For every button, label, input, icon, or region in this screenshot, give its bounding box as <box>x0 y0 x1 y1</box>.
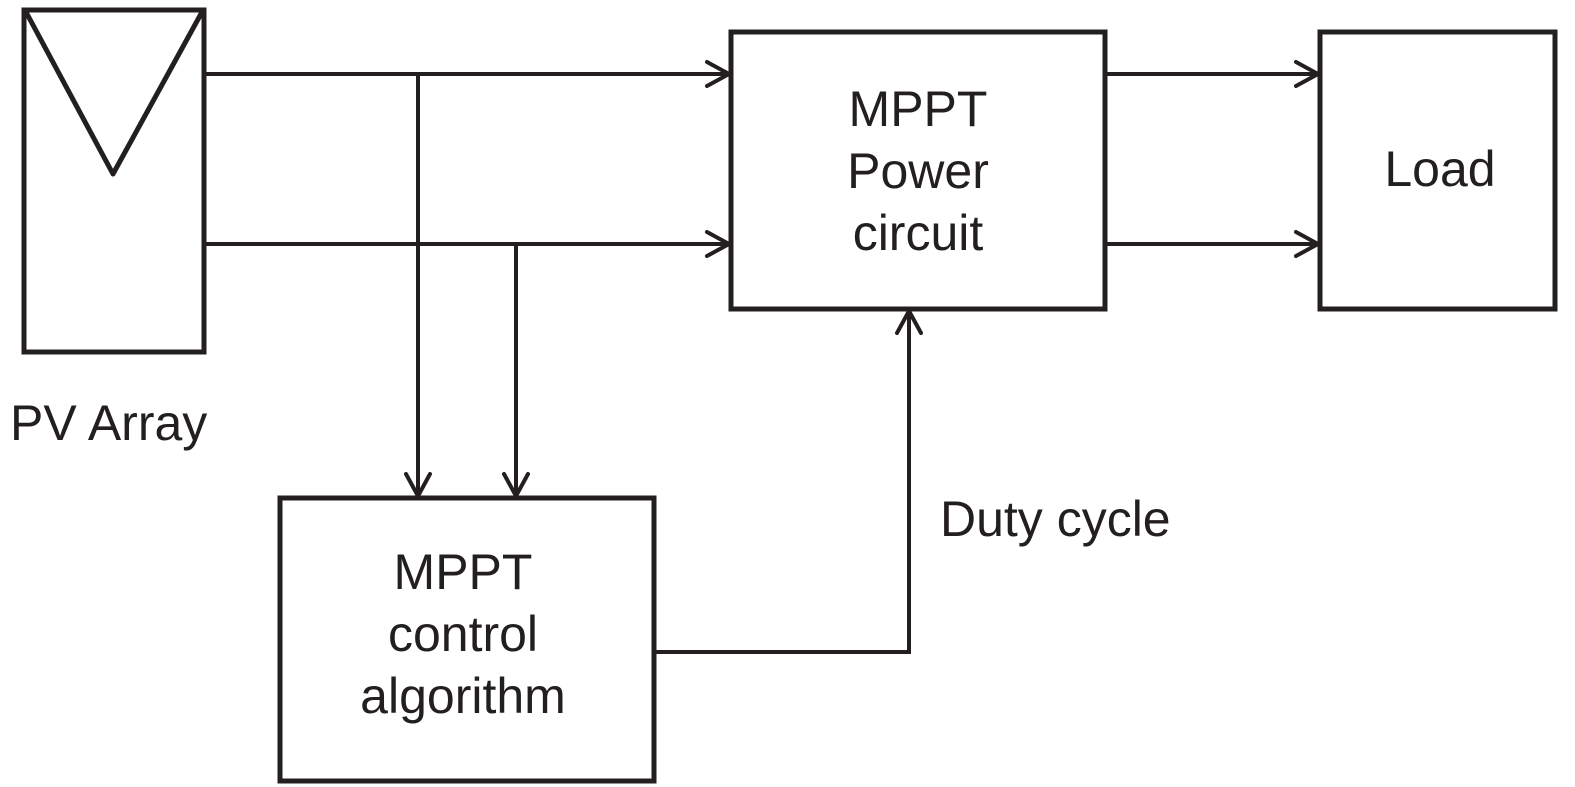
pv-array-label: PV Array <box>10 395 208 451</box>
control-algorithm-label-line-1: MPPT <box>393 544 533 600</box>
power-circuit-label-line-1: MPPT <box>848 81 988 137</box>
arrowhead-duty-cycle <box>895 309 923 335</box>
power-circuit-label-line-3: circuit <box>852 205 984 261</box>
arrowhead-load-top <box>1294 60 1320 88</box>
arrowhead-power-circuit-bottom <box>705 230 731 258</box>
arrowhead-load-bottom <box>1294 230 1320 258</box>
mppt-power-circuit-block <box>728 29 1108 312</box>
duty-cycle-label: Duty cycle <box>940 491 1171 547</box>
power-circuit-label-line-2: Power <box>847 143 989 199</box>
power-circuit-label: MPPT Power circuit <box>731 78 1105 264</box>
pv-array-symbol <box>23 10 205 177</box>
control-algorithm-label-line-2: control <box>387 606 539 662</box>
arrowhead-control-left <box>404 472 432 498</box>
control-algorithm-label: MPPT control algorithm <box>276 541 650 727</box>
load-label: Load <box>1384 141 1496 197</box>
mppt-control-algorithm-block <box>277 495 657 784</box>
load-block <box>1317 29 1558 312</box>
arrowhead-power-circuit-top <box>705 60 731 88</box>
control-algorithm-label-line-3: algorithm <box>360 668 566 724</box>
duty-cycle-line <box>654 313 911 654</box>
arrowhead-control-right <box>502 472 530 498</box>
